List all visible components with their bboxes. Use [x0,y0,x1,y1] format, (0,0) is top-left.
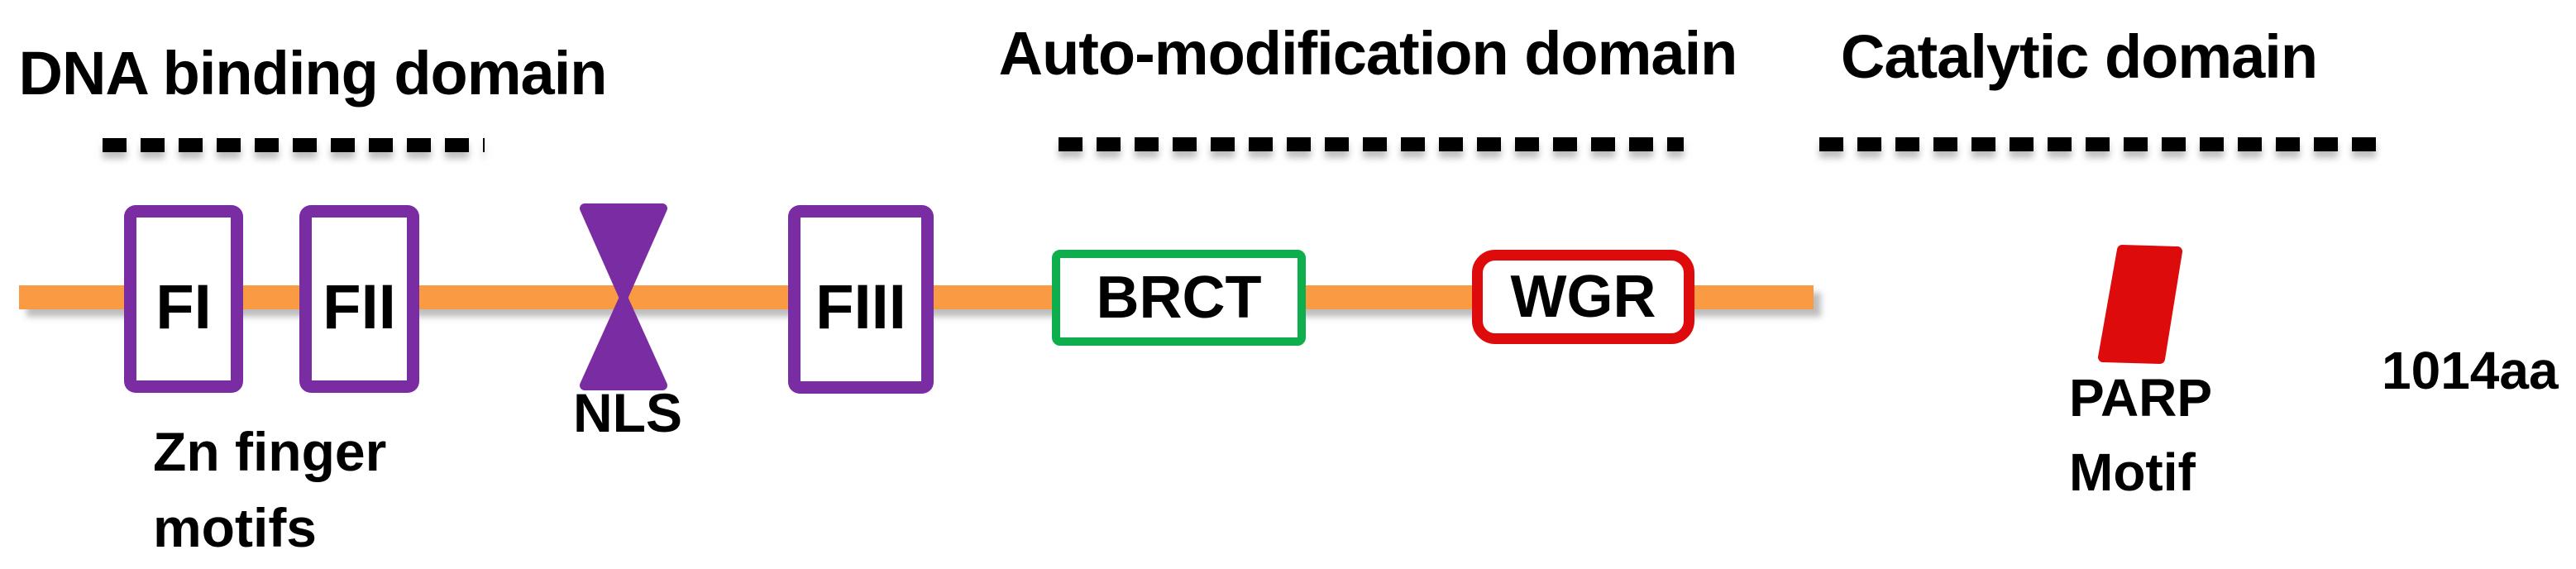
zn-finger-motifs-label: Zn finger motifs [153,414,386,566]
catalytic-domain-dashed-underline [1819,137,2380,151]
protein-length-label: 1014aa [2382,341,2559,400]
fi-zn-finger-box: FI [124,205,243,393]
fii-label: FII [323,271,396,342]
auto-modification-domain-title: Auto-modification domain [998,19,1738,88]
dna-binding-domain-dashed-underline [103,138,485,152]
nls-label: NLS [573,382,682,443]
brct-box: BRCT [1052,250,1306,346]
catalytic-domain-title: Catalytic domain [1840,22,2318,91]
zn-finger-label-line2: motifs [153,497,317,558]
brct-label: BRCT [1096,265,1262,331]
parp-motif-label: PARP Motif [2069,361,2212,509]
fii-zn-finger-box: FII [299,205,419,393]
fiii-label: FIII [815,272,906,342]
fi-label: FI [155,271,212,342]
zn-finger-label-line1: Zn finger [153,421,387,482]
parp-motif-icon [2098,245,2182,364]
parp-motif-label-line1: PARP [2069,368,2213,428]
fiii-zn-finger-box: FIII [788,205,934,394]
wgr-label: WGR [1510,264,1656,330]
wgr-box: WGR [1472,250,1694,344]
nls-bowtie-icon [580,203,667,390]
parp-motif-label-line2: Motif [2069,442,2196,502]
dna-binding-domain-title: DNA binding domain [18,39,608,108]
auto-modification-domain-dashed-underline [1059,137,1684,151]
